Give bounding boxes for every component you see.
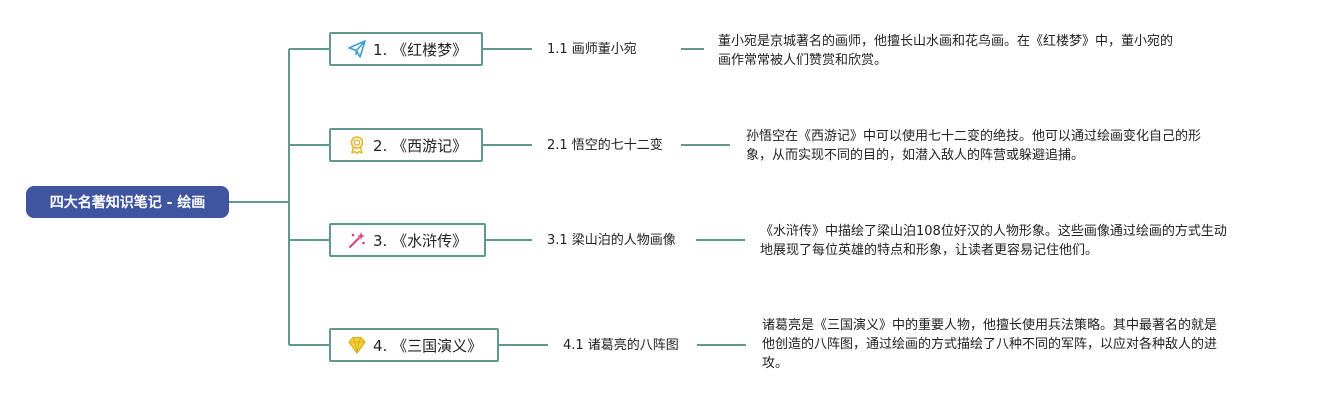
topic-sanguoyanyi[interactable]: 4. 《三国演义》 bbox=[329, 328, 499, 362]
subtopic-label: 1.1 画师董小宛 bbox=[547, 42, 637, 57]
description-line: 攻。 bbox=[762, 356, 789, 371]
diamond-icon bbox=[347, 335, 367, 355]
subtopic-label: 4.1 诸葛亮的八阵图 bbox=[563, 338, 679, 353]
topic-label: 3. 《水浒传》 bbox=[373, 231, 468, 250]
description-line: 他创造的八阵图，通过绘画的方式描绘了八种不同的军阵，以应对各种敌人的进 bbox=[762, 337, 1218, 352]
description-line: 《水浒传》中描绘了梁山泊108位好汉的人物形象。这些画像通过绘画的方式生动 bbox=[760, 224, 1227, 239]
topic-shuihuzhuan[interactable]: 3. 《水浒传》 bbox=[329, 223, 486, 257]
topic-label: 1. 《红楼梦》 bbox=[373, 40, 468, 59]
paper-plane-icon bbox=[347, 39, 367, 59]
description-4[interactable]: 诸葛亮是《三国演义》中的重要人物，他擅长使用兵法策略。其中最著名的就是 他创造的… bbox=[762, 316, 1282, 373]
description-line: 象，从而实现不同的目的，如潜入敌人的阵营或躲避追捕。 bbox=[746, 148, 1085, 163]
root-topic[interactable]: 四大名著知识笔记 - 绘画 bbox=[26, 186, 229, 218]
topic-label: 2. 《西游记》 bbox=[373, 136, 468, 155]
description-line: 董小宛是京城著名的画师，他擅长山水画和花鸟画。在《红楼梦》中，董小宛的 bbox=[718, 34, 1174, 49]
root-topic-label: 四大名著知识笔记 - 绘画 bbox=[49, 195, 206, 211]
description-line: 画作常常被人们赞赏和欣赏。 bbox=[718, 53, 888, 68]
subtopic-liangshan-portraits[interactable]: 3.1 梁山泊的人物画像 bbox=[547, 232, 676, 250]
award-ribbon-icon bbox=[347, 135, 367, 155]
topic-xiyouji[interactable]: 2. 《西游记》 bbox=[329, 128, 483, 162]
magic-wand-icon bbox=[347, 230, 367, 250]
description-1[interactable]: 董小宛是京城著名的画师，他擅长山水画和花鸟画。在《红楼梦》中，董小宛的 画作常常… bbox=[718, 32, 1278, 70]
description-2[interactable]: 孙悟空在《西游记》中可以使用七十二变的绝技。他可以通过绘画变化自己的形 象，从而… bbox=[746, 127, 1306, 165]
description-line: 地展现了每位英雄的特点和形象，让读者更容易记住他们。 bbox=[760, 243, 1099, 258]
description-3[interactable]: 《水浒传》中描绘了梁山泊108位好汉的人物形象。这些画像通过绘画的方式生动 地展… bbox=[760, 222, 1280, 260]
subtopic-label: 2.1 悟空的七十二变 bbox=[547, 138, 663, 153]
topic-label: 4. 《三国演义》 bbox=[373, 336, 483, 355]
topic-hongloumeng[interactable]: 1. 《红楼梦》 bbox=[329, 32, 483, 66]
description-line: 孙悟空在《西游记》中可以使用七十二变的绝技。他可以通过绘画变化自己的形 bbox=[746, 129, 1202, 144]
subtopic-painter-dong[interactable]: 1.1 画师董小宛 bbox=[547, 41, 637, 59]
subtopic-label: 3.1 梁山泊的人物画像 bbox=[547, 233, 676, 248]
subtopic-eight-formations[interactable]: 4.1 诸葛亮的八阵图 bbox=[563, 337, 679, 355]
description-line: 诸葛亮是《三国演义》中的重要人物，他擅长使用兵法策略。其中最著名的就是 bbox=[762, 318, 1218, 333]
subtopic-seventy-two[interactable]: 2.1 悟空的七十二变 bbox=[547, 137, 663, 155]
